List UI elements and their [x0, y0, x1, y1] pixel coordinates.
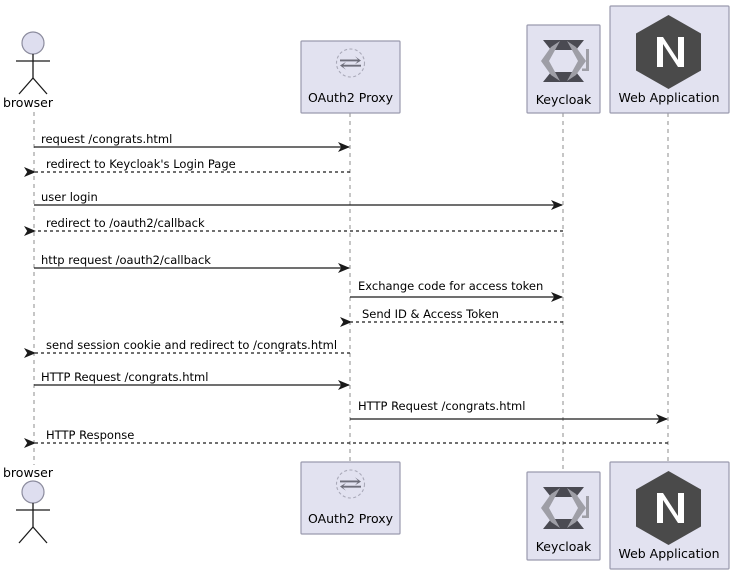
message-2: redirect to Keycloak's Login Page — [24, 157, 350, 177]
nginx-hexagon-n-icon — [636, 15, 701, 89]
actor-leg-left — [18, 77, 34, 95]
message-11: HTTP Response — [24, 428, 668, 448]
message-label: Exchange code for access token — [358, 279, 543, 293]
message-label: send session cookie and redirect to /con… — [46, 338, 337, 352]
message-1: request /congrats.html — [34, 132, 350, 152]
participant-oauth2proxy-bottom[interactable]: OAuth2 Proxy — [300, 461, 401, 535]
message-label: request /congrats.html — [41, 132, 172, 146]
message-6: Exchange code for access token — [350, 279, 563, 302]
actor-leg-left — [18, 526, 34, 544]
message-label: HTTP Response — [46, 428, 134, 442]
message-label: HTTP Request /congrats.html — [358, 399, 525, 413]
oauth2-proxy-exchange-arrows-icon — [335, 48, 366, 78]
message-3: user login — [34, 190, 563, 210]
message-label: http request /oauth2/callback — [41, 253, 211, 267]
message-7: Send ID & Access Token — [340, 307, 563, 327]
participant-label-oauth2proxy-top: OAuth2 Proxy — [308, 90, 394, 105]
message-9: HTTP Request /congrats.html — [34, 370, 350, 390]
oauth2-proxy-exchange-arrows-icon — [335, 469, 366, 499]
message-5: http request /oauth2/callback — [34, 253, 350, 273]
message-label: redirect to Keycloak's Login Page — [46, 157, 236, 171]
participant-label-webapp-bottom: Web Application — [618, 546, 719, 561]
message-label: user login — [41, 190, 98, 204]
participant-browser-bottom[interactable]: browser — [3, 465, 54, 544]
participant-box — [526, 24, 601, 114]
actor-head-icon — [21, 31, 45, 55]
participant-label-keycloak-top: Keycloak — [536, 92, 592, 107]
participant-box — [526, 471, 601, 561]
participant-oauth2proxy-top[interactable]: OAuth2 Proxy — [300, 40, 401, 114]
message-8: send session cookie and redirect to /con… — [24, 338, 350, 358]
participant-keycloak-top[interactable]: Keycloak — [526, 24, 601, 114]
actor-head-icon — [21, 480, 45, 504]
message-label: redirect to /oauth2/callback — [46, 216, 205, 230]
participant-label-webapp-top: Web Application — [618, 90, 719, 105]
participant-webapp-top[interactable]: Web Application — [609, 5, 730, 114]
actor-leg-right — [32, 526, 48, 544]
keycloak-hexagon-icon — [541, 487, 589, 529]
participant-browser-top[interactable]: browser — [3, 31, 54, 110]
nginx-hexagon-n-icon — [636, 471, 701, 545]
participant-label-oauth2proxy-bottom: OAuth2 Proxy — [308, 511, 394, 526]
participant-label-browser-bottom: browser — [3, 465, 54, 480]
message-label: Send ID & Access Token — [362, 307, 499, 321]
message-10: HTTP Request /congrats.html — [350, 399, 668, 424]
message-label: HTTP Request /congrats.html — [41, 370, 208, 384]
participant-label-browser-top: browser — [3, 95, 54, 110]
participant-keycloak-bottom[interactable]: Keycloak — [526, 471, 601, 561]
participant-webapp-bottom[interactable]: Web Application — [609, 461, 730, 570]
message-4: redirect to /oauth2/callback — [24, 216, 563, 236]
participant-label-keycloak-bottom: Keycloak — [536, 539, 592, 554]
actor-leg-right — [32, 77, 48, 95]
keycloak-hexagon-icon — [541, 40, 589, 82]
